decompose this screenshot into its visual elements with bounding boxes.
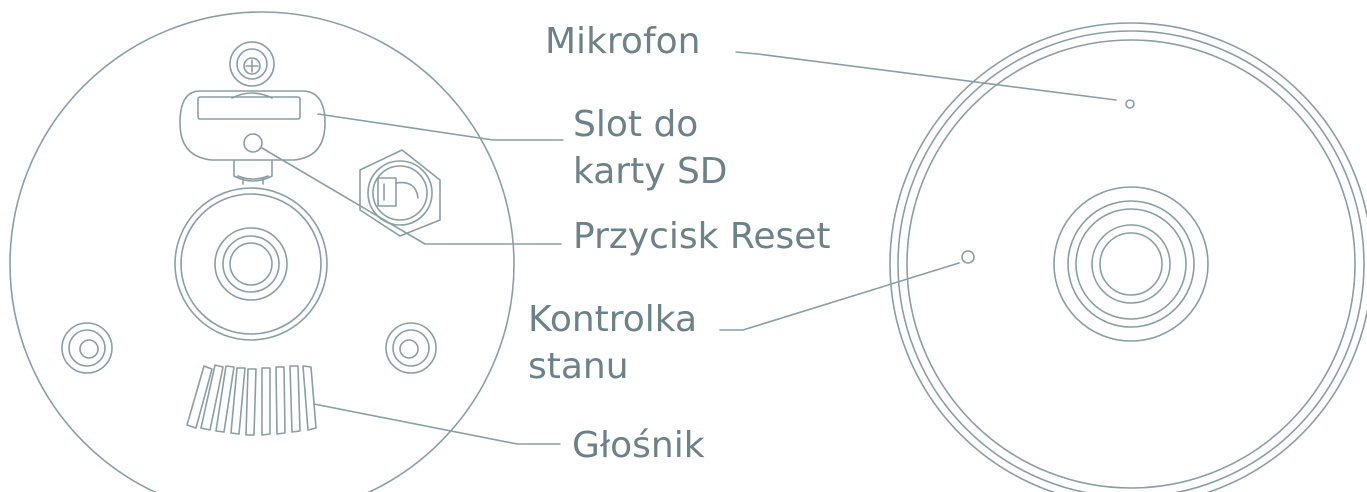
- callout-line-microphone: [735, 51, 1117, 101]
- hex-cable-port: [359, 149, 441, 237]
- label-speaker: Głośnik: [572, 425, 705, 466]
- label-status-led-line2: stanu: [528, 346, 629, 387]
- label-sd-slot-line2: karty SD: [573, 151, 728, 192]
- speaker-grille: [186, 364, 317, 436]
- microphone-hole: [1125, 99, 1135, 109]
- sd-card-slot: [179, 90, 326, 161]
- callout-line-speaker: [313, 403, 561, 445]
- callout-line-reset: [261, 147, 562, 245]
- left-screw: [61, 322, 113, 374]
- camera-back-outline: [9, 11, 515, 492]
- reset-button-hole: [243, 133, 263, 153]
- front-lens: [1053, 186, 1209, 342]
- label-sd-slot-line1: Slot do: [573, 104, 699, 145]
- camera-front-inner-ring: [906, 39, 1356, 489]
- label-status-led-line1: Kontrolka: [528, 299, 698, 340]
- callout-line-sd-slot: [317, 113, 564, 141]
- camera-front-face: [897, 30, 1365, 492]
- camera-front-outer-ring: [889, 22, 1367, 492]
- callout-line-status-led: [719, 262, 960, 331]
- status-led: [961, 250, 975, 264]
- label-microphone: Mikrofon: [545, 21, 701, 62]
- latch-tab: [233, 159, 273, 185]
- label-reset-button: Przycisk Reset: [573, 216, 831, 257]
- top-screw: [229, 41, 275, 87]
- camera-lens: [174, 187, 328, 341]
- right-screw: [385, 322, 437, 374]
